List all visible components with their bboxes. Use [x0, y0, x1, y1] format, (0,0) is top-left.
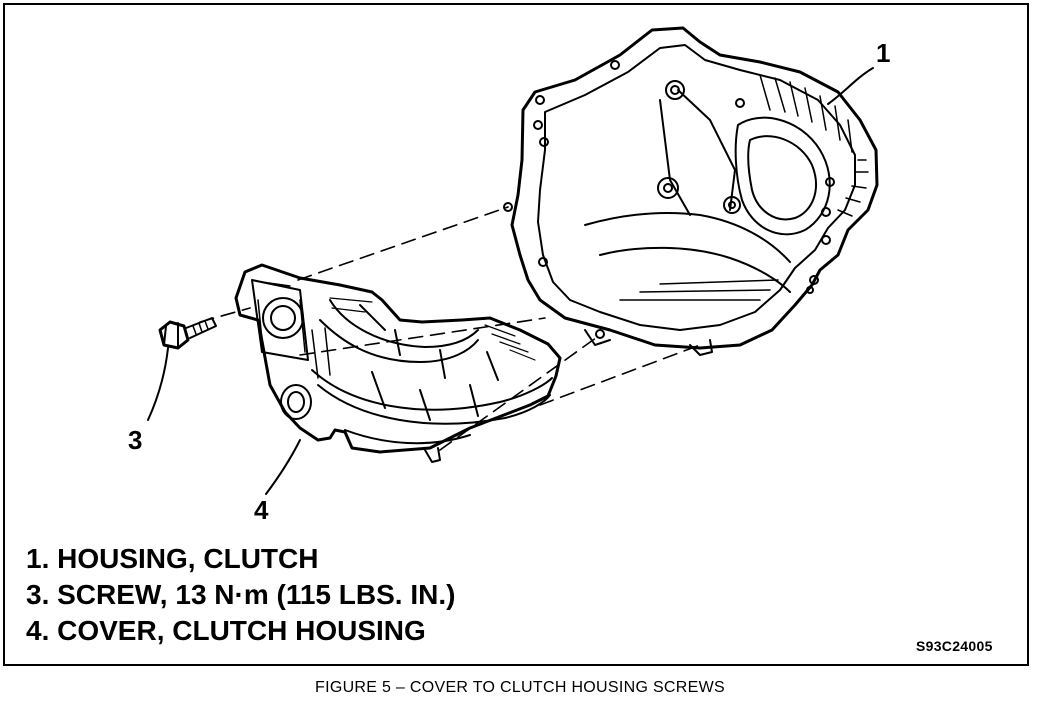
leader-line-3	[147, 347, 169, 421]
clutch-housing-drawing	[503, 26, 879, 356]
callout-4-label: 4	[254, 495, 269, 525]
legend-item-housing: 1. HOUSING, CLUTCH	[26, 543, 319, 574]
legend-item-cover: 4. COVER, CLUTCH HOUSING	[26, 615, 426, 646]
callout-1-label: 1	[876, 38, 891, 68]
screw-drawing	[158, 317, 217, 350]
figure-caption: FIGURE 5 – COVER TO CLUTCH HOUSING SCREW…	[315, 679, 725, 696]
legend-item-screw: 3. SCREW, 13 N·m (115 LBS. IN.)	[26, 579, 456, 610]
figure-frame	[3, 3, 1029, 666]
alignment-lines	[199, 206, 701, 451]
parts-legend: 1. HOUSING, CLUTCH 3. SCREW, 13 N·m (115…	[26, 541, 455, 649]
callout-3-label: 3	[128, 425, 143, 455]
leader-line-1	[827, 67, 874, 105]
cover-plate-drawing	[234, 263, 562, 463]
figure-code: S93C24005	[916, 638, 993, 654]
leader-line-4	[265, 439, 301, 495]
